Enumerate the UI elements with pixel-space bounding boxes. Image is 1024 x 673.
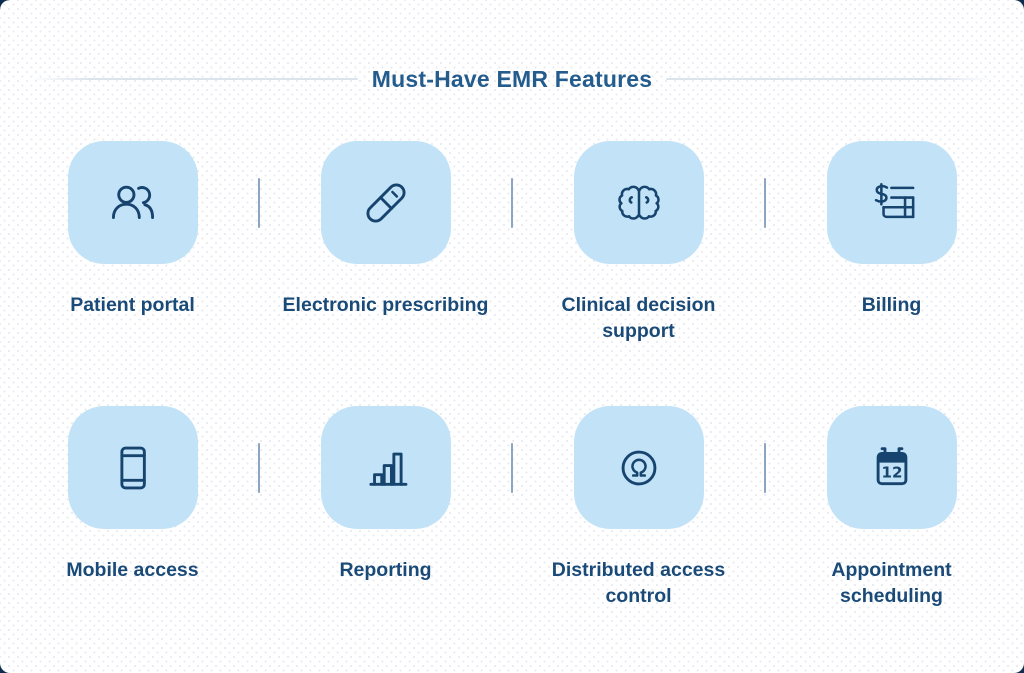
feature-label: Distributed access control [551,559,726,607]
feature-distributed-access-control: Distributed access control [513,406,764,609]
bar-chart-icon [368,452,407,486]
feature-electronic-prescribing: Electronic prescribing [260,141,511,318]
feature-tile [320,406,451,529]
tile-divider [258,178,260,228]
feature-label: Appointment scheduling [831,559,952,607]
features-row-2: Mobile access Reporting [7,406,1017,609]
feature-label: Mobile access [66,559,199,581]
feature-clinical-decision-support: Clinical decision support [513,141,764,344]
feature-tile [320,141,451,264]
feature-label: Clinical decision support [561,294,716,342]
tile-divider [764,178,766,228]
tile-divider [258,443,260,493]
billing-ledger-icon [874,182,914,218]
header: Must-Have EMR Features [30,66,994,92]
feature-reporting: Reporting [260,406,511,583]
tile-divider [764,443,766,493]
feature-appointment-scheduling: 12 Appointment scheduling [766,406,1017,609]
feature-billing: Billing [766,141,1017,318]
feature-tile [573,141,704,264]
feature-tile [67,141,198,264]
feature-label: Reporting [339,559,432,581]
calendar-day-number: 12 [881,463,902,481]
features-row-1: Patient portal Electronic prescribing [7,141,1017,344]
header-divider-right [666,78,994,80]
keyhole-lock-icon [621,450,656,485]
feature-tile [573,406,704,529]
feature-label: Patient portal [70,294,195,316]
feature-tile [67,406,198,529]
page-title: Must-Have EMR Features [371,65,653,92]
users-icon [111,185,154,219]
feature-mobile-access: Mobile access [7,406,258,583]
calendar-icon: 12 [876,446,907,485]
tablet-icon [119,446,146,489]
feature-tile [826,141,957,264]
tile-divider [511,178,513,228]
capsule-icon [365,182,406,223]
header-divider-left [30,78,358,80]
feature-patient-portal: Patient portal [7,141,258,318]
feature-tile: 12 [826,406,957,529]
tile-divider [511,443,513,493]
feature-label: Billing [861,294,922,316]
brain-icon [617,185,660,220]
feature-label: Electronic prescribing [282,294,489,316]
